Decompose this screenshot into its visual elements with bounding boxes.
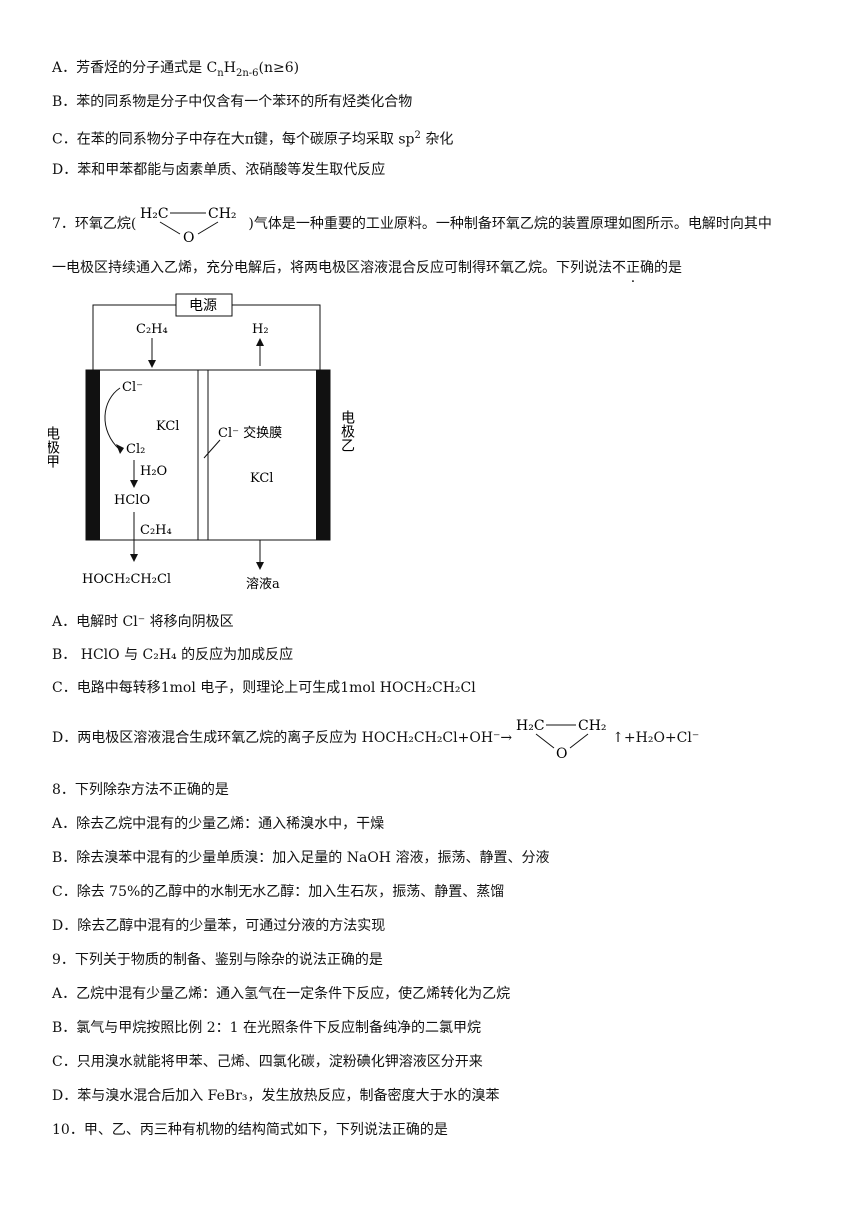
epoxide-product-icon: H₂C CH₂ O — [516, 718, 607, 760]
electrode-yi-label: 电极乙 — [339, 410, 355, 452]
power-source-label: 电源 — [189, 298, 217, 314]
q9-option-d: D．苯与溴水混合后加入 FeBr₃，发生放热反应，制备密度大于水的溴苯 — [52, 1088, 500, 1104]
electrode-jia — [86, 370, 100, 540]
hclo-label: HClO — [114, 493, 150, 508]
q7-option-a: A．电解时 Cl⁻ 将移向阴极区 — [52, 614, 234, 630]
q7-stem-emphasis: 不正确 — [612, 260, 654, 276]
q10-stem: 10．甲、乙、丙三种有机物的结构简式如下，下列说法正确的是 — [52, 1122, 448, 1138]
c2h4-input-label: C₂H₄ — [136, 322, 168, 337]
q6-option-a-text: A．芳香烃的分子通式是 C — [52, 60, 218, 76]
q8-option-a: A．除去乙烷中混有的少量乙烯：通入稀溴水中，干燥 — [52, 816, 385, 832]
q6-option-a-sub-2n6: 2n-6 — [235, 67, 259, 79]
q9-option-c: C．只用溴水就能将甲苯、己烯、四氯化碳，淀粉碘化钾溶液区分开来 — [52, 1054, 483, 1070]
epoxide-product-h2c: H₂C — [516, 718, 545, 734]
epoxide-h2c: H₂C — [140, 206, 169, 222]
kcl-left-label: KCl — [156, 419, 179, 434]
epoxide-ch2: CH₂ — [208, 206, 237, 222]
q9-stem: 9．下列关于物质的制备、鉴别与除杂的说法正确的是 — [52, 952, 383, 968]
q7-stem-line2-b: 的是 — [654, 260, 682, 276]
q6-option-b: B．苯的同系物是分子中仅含有一个苯环的所有烃类化合物 — [52, 94, 413, 110]
q8-option-d: D．除去乙醇中混有的少量苯，可通过分液的方法实现 — [52, 918, 386, 934]
solution-a-label: 溶液a — [246, 577, 280, 592]
q7-option-d: D．两电极区溶液混合生成环氧乙烷的离子反应为 HOCH₂CH₂Cl+OH⁻→ H… — [52, 714, 699, 762]
q6-option-c-text: C．在苯的同系物分子中存在大π键，每个碳原子均采取 sp — [52, 131, 415, 148]
q7-option-b: B． HClO 与 C₂H₄ 的反应为加成反应 — [52, 647, 294, 663]
electrode-jia-label: 电极甲 — [48, 426, 60, 468]
epoxide-product-ch2: CH₂ — [578, 718, 607, 734]
cl2-label: Cl₂ — [126, 442, 145, 457]
kcl-right-label: KCl — [250, 471, 273, 486]
epoxide-product-o: O — [556, 746, 567, 760]
q6-option-d: D．苯和甲苯都能与卤素单质、浓硝酸等发生取代反应 — [52, 162, 386, 178]
q7-stem-line1: 7．环氧乙烷( H₂C CH₂ O )气体是一种重要的工业原料。一种制备环氧乙烷… — [52, 204, 772, 244]
q7-option-c: C．电路中每转移1mol 电子，则理论上可生成1mol HOCH₂CH₂Cl — [52, 680, 476, 696]
q9-option-b: B．氯气与甲烷按照比例 2：1 在光照条件下反应制备纯净的二氯甲烷 — [52, 1020, 482, 1036]
q6-option-c-tail: 杂化 — [420, 131, 454, 148]
cl-minus-label: Cl⁻ — [122, 380, 143, 395]
electrode-yi — [316, 370, 330, 540]
c2h4-second-label: C₂H₄ — [140, 523, 172, 538]
q6-option-a: A．芳香烃的分子通式是 CnH2n-6(n≥6) — [52, 58, 299, 84]
q7-stem-part1: 7．环氧乙烷( — [52, 216, 137, 232]
membrane-label: Cl⁻ 交换膜 — [218, 425, 282, 441]
h2o-label: H₂O — [140, 464, 167, 479]
epoxide-o: O — [183, 230, 194, 244]
q7-stem-line2: 一电极区持续通入乙烯，充分电解后，将两电极区溶液混合反应可制得环氧乙烷。下列说法… — [52, 258, 682, 278]
q9-option-a: A．乙烷中混有少量乙烯：通入氢气在一定条件下反应，使乙烯转化为乙烷 — [52, 986, 511, 1002]
q6-option-a-h: H — [223, 60, 236, 76]
q6-option-a-tail: (n≥6) — [258, 60, 300, 76]
q8-option-c: C．除去 75%的乙醇中的水制无水乙醇：加入生石灰，振荡、静置、蒸馏 — [52, 884, 505, 900]
epoxide-structure-icon: H₂C CH₂ O — [140, 206, 237, 244]
q6-option-a-sub-n: n — [217, 67, 224, 79]
q6-option-c-sup: 2 — [414, 130, 421, 141]
q8-stem: 8．下列除杂方法不正确的是 — [52, 782, 229, 798]
q7-stem-line2-a: 一电极区持续通入乙烯，充分电解后，将两电极区溶液混合反应可制得环氧乙烷。下列说法 — [52, 260, 612, 276]
q7-stem-part2: )气体是一种重要的工业原料。一种制备环氧乙烷的装置原理如图所示。电解时向其中 — [248, 216, 772, 232]
electrolysis-diagram: 电源 C₂H₄ H₂ Cl⁻ KCl Cl₂ H₂O HClO C₂H₄ HOC… — [48, 293, 355, 592]
q6-option-c: C．在苯的同系物分子中存在大π键，每个碳原子均采取 sp2 杂化 — [52, 126, 453, 150]
q7-option-d-part2: ↑+H₂O+Cl⁻ — [612, 730, 700, 746]
hoch2ch2cl-product-label: HOCH₂CH₂Cl — [82, 572, 171, 587]
h2-output-label: H₂ — [252, 322, 269, 337]
q7-option-d-part1: D．两电极区溶液混合生成环氧乙烷的离子反应为 HOCH₂CH₂Cl+OH⁻→ — [52, 730, 513, 746]
q8-option-b: B．除去溴苯中混有的少量单质溴：加入足量的 NaOH 溶液，振荡、静置、分液 — [52, 850, 550, 866]
